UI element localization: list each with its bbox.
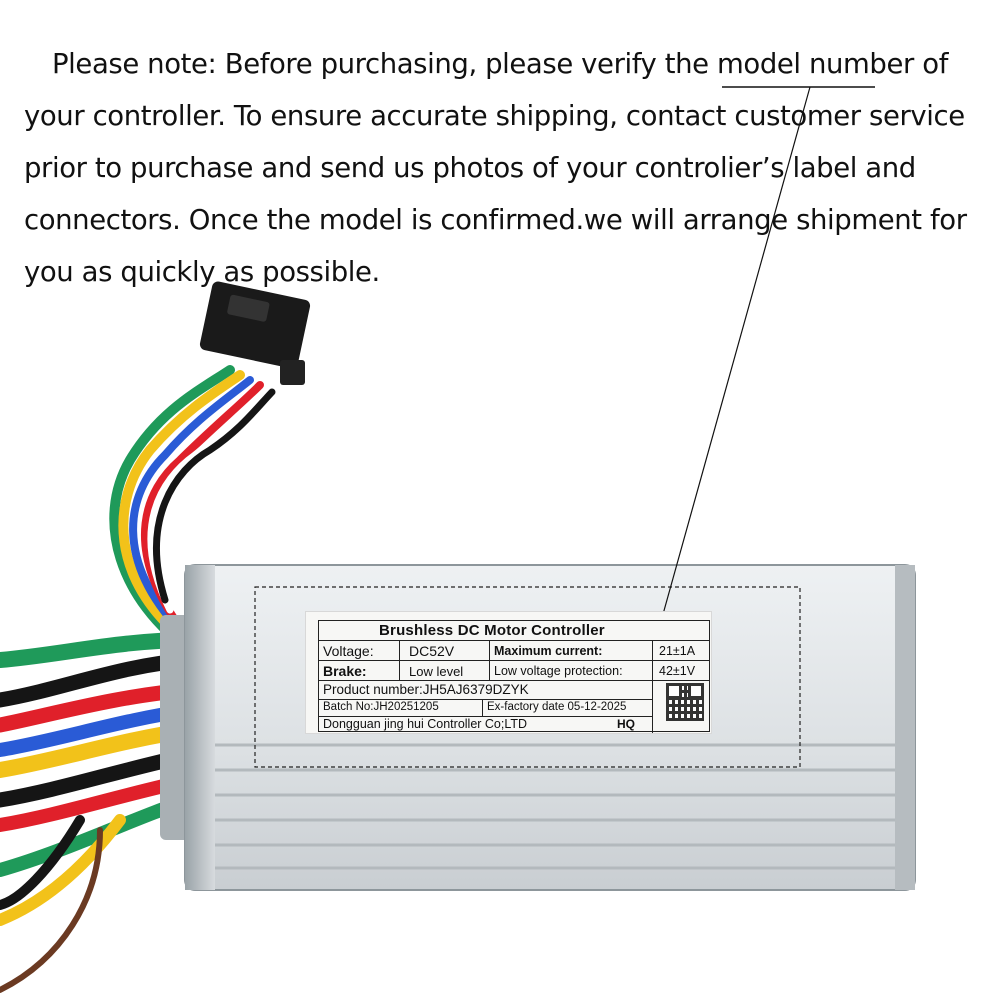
- notice-text-after: of your controller. To ensure accurate s…: [24, 48, 967, 288]
- label-hq: HQ: [617, 717, 635, 731]
- label-factory-date: Ex-factory date 05-12-2025: [487, 701, 627, 713]
- label-low-voltage-key: Low voltage protection:: [494, 664, 623, 678]
- label-brake-key: Brake:: [323, 663, 367, 679]
- label-grid: Brushless DC Motor Controller Voltage: D…: [318, 620, 710, 733]
- label-max-current-value: 21±1A: [659, 644, 696, 658]
- label-batch-number: Batch No:JH20251205: [323, 701, 439, 713]
- label-company-name: Dongguan jing hui Controller Co;LTD: [323, 717, 528, 731]
- connector-plug: [199, 281, 311, 385]
- label-max-current-key: Maximum current:: [494, 644, 603, 658]
- label-voltage-key: Voltage:: [323, 643, 374, 659]
- label-voltage-value: DC52V: [409, 643, 455, 659]
- label-low-voltage-value: 42±1V: [659, 664, 696, 678]
- label-brake-value: Low level: [409, 664, 464, 679]
- product-label: Brushless DC Motor Controller Voltage: D…: [305, 611, 712, 734]
- notice-text-before: Please note: Before purchasing, please v…: [52, 48, 718, 80]
- qr-code-icon: [666, 683, 704, 721]
- label-title: Brushless DC Motor Controller: [379, 622, 605, 639]
- purchase-notice: Please note: Before purchasing, please v…: [24, 38, 984, 298]
- notice-highlight-model-number: model number: [717, 48, 914, 80]
- label-product-number: Product number:JH5AJ6379DZYK: [323, 682, 529, 697]
- wire-harness-upper: [109, 365, 276, 655]
